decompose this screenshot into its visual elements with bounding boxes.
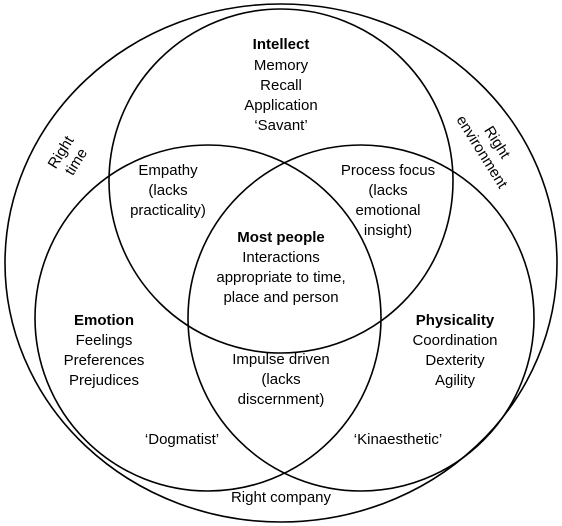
emotion-item: Prejudices: [69, 372, 139, 389]
intellect-item: ‘Savant’: [254, 117, 307, 134]
right-company-label: Right company: [231, 489, 332, 506]
dogmatist-label: ‘Dogmatist’: [145, 431, 219, 448]
physicality-circle: [187, 144, 535, 492]
right-time-label: Right time: [45, 132, 91, 178]
impulse-driven-line: discernment): [238, 391, 325, 408]
intellect-item: Memory: [254, 57, 309, 74]
outer-boundary-ellipse: [4, 3, 558, 523]
intellect-title: Intellect: [253, 36, 310, 53]
empathy-line: Empathy: [138, 162, 198, 179]
center-line: place and person: [223, 289, 338, 306]
physicality-item: Coordination: [412, 332, 497, 349]
physicality-item: Agility: [435, 372, 476, 389]
process-focus-line: emotional: [355, 202, 420, 219]
process-focus-line: (lacks: [368, 182, 407, 199]
physicality-item: Dexterity: [425, 352, 485, 369]
empathy-line: practicality): [130, 202, 206, 219]
empathy-line: (lacks: [148, 182, 187, 199]
emotion-circle: [34, 144, 382, 492]
center-line: appropriate to time,: [216, 269, 345, 286]
kinaesthetic-label: ‘Kinaesthetic’: [354, 431, 442, 448]
intellect-circle: [108, 8, 454, 354]
center-line: Interactions: [242, 249, 320, 266]
physicality-title: Physicality: [416, 312, 495, 329]
emotion-item: Preferences: [64, 352, 145, 369]
impulse-driven-line: (lacks: [261, 371, 300, 388]
intellect-item: Recall: [260, 77, 302, 94]
process-focus-line: insight): [364, 222, 412, 239]
process-focus-line: Process focus: [341, 162, 435, 179]
emotion-title: Emotion: [74, 312, 134, 329]
emotion-item: Feelings: [76, 332, 133, 349]
intellect-item: Application: [244, 97, 317, 114]
impulse-driven-line: Impulse driven: [232, 351, 330, 368]
center-title: Most people: [237, 229, 325, 246]
